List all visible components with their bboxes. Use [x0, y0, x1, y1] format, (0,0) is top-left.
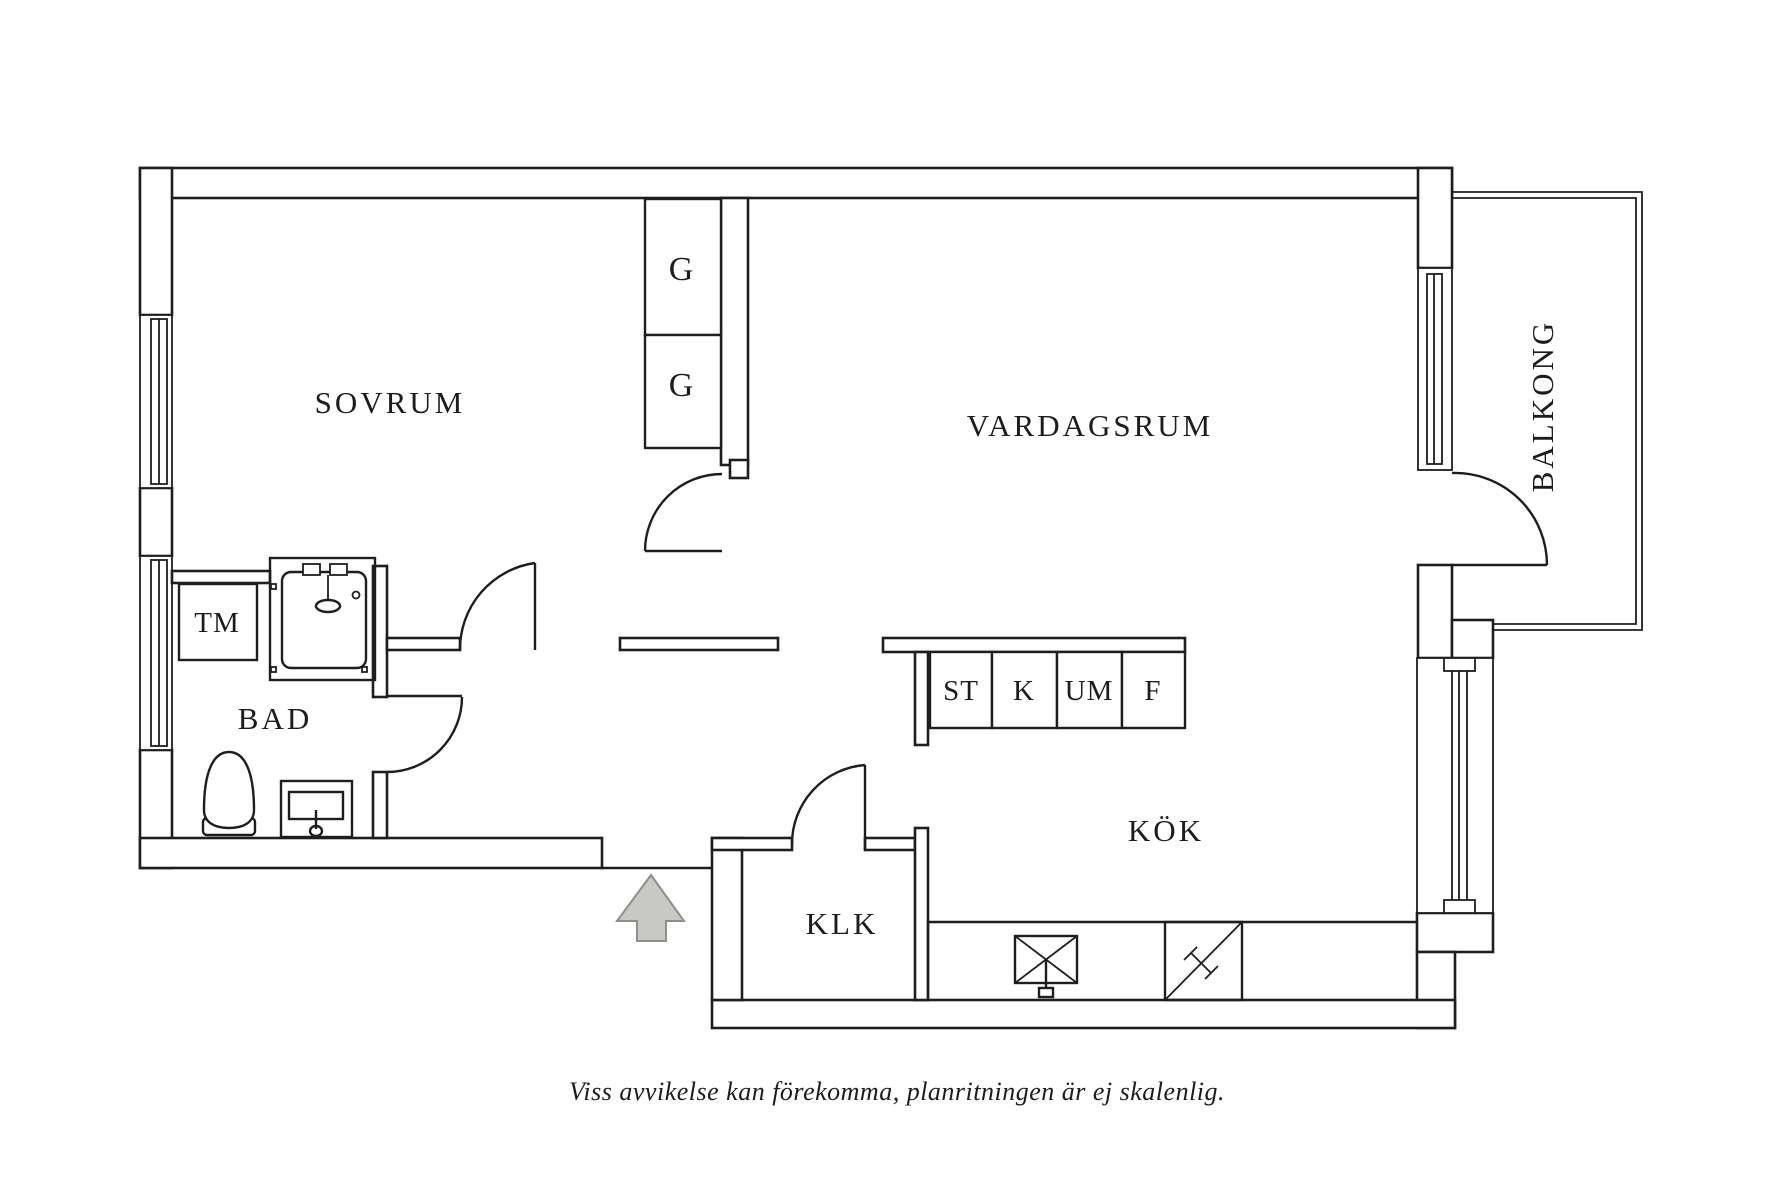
balcony-outline: [1452, 191, 1643, 631]
wall-klk-west: [710, 836, 744, 1002]
appliance-box-f: [1120, 650, 1187, 730]
door-bathroom-icon: [386, 694, 464, 774]
room-label-kitchen: KÖK: [1128, 813, 1204, 848]
disclaimer-caption: Viss avvikelse kan förekomma, planritnin…: [569, 1077, 1225, 1106]
counter-outline: [926, 920, 1417, 1000]
room-label-balcony: BALKONG: [1525, 320, 1560, 493]
wardrobe-label-2: G: [669, 367, 696, 404]
window-balcony-icon: [1417, 267, 1453, 471]
shower-icon: [268, 556, 377, 682]
appliance-box-k: [990, 650, 1059, 730]
wall-right-low: [1415, 911, 1495, 954]
kitchen-counter: [926, 920, 1417, 1002]
appliance-box-st: [928, 650, 994, 730]
doors: [386, 471, 1549, 850]
room-label-closet: KLK: [806, 906, 879, 941]
wall-right-top: [1416, 166, 1454, 270]
door-entry-icon: [790, 763, 867, 850]
appliance-label-st: ST: [943, 675, 979, 707]
wardrobes: [643, 197, 723, 450]
appliance-label-f: F: [1144, 675, 1161, 707]
entry-arrow-icon: [615, 873, 686, 942]
wall-left-upper: [138, 166, 174, 317]
wall-klk-east: [913, 826, 930, 1002]
wall-left-middle: [138, 486, 174, 558]
door-hall-icon: [458, 561, 537, 651]
wall-top: [138, 166, 1454, 200]
wall-right-jut: [1450, 618, 1495, 660]
interior-walls: [170, 196, 1187, 1002]
room-label-bathroom: BAD: [238, 701, 312, 736]
appliance-row: [928, 650, 1187, 730]
wardrobe-box-2: [643, 333, 723, 450]
wall-bottom-left: [138, 836, 604, 870]
wardrobe-label-1: G: [669, 251, 696, 288]
washing-machine-label: TM: [194, 607, 240, 639]
wall-klk-top-right: [863, 836, 917, 852]
wall-kitchen-bar: [881, 636, 1187, 654]
kitchen-sink-icon: [1013, 934, 1079, 999]
wall-klk-top-left: [710, 836, 794, 852]
bathroom-fixtures: [177, 556, 377, 839]
outer-walls: [138, 166, 1495, 1030]
window-bathroom-icon: [139, 555, 173, 751]
washing-machine-box: [177, 582, 259, 662]
room-label-living-room: VARDAGSRUM: [967, 408, 1214, 443]
window-bedroom-icon: [139, 314, 173, 489]
door-balcony-icon: [1451, 471, 1549, 567]
wall-bedroom-bath: [170, 569, 272, 585]
stove-icon: [1163, 920, 1244, 1002]
wardrobe-box-1: [643, 197, 723, 337]
appliance-label-um: UM: [1065, 675, 1114, 707]
bathroom-sink-icon: [279, 779, 354, 839]
windows: [139, 267, 1494, 914]
wall-hall-a: [385, 636, 462, 652]
window-kitchen-icon: [1416, 657, 1494, 914]
toilet-icon: [201, 750, 257, 837]
appliance-label-k: K: [1013, 675, 1035, 707]
wall-bottom-kitchen: [710, 998, 1457, 1030]
door-bedroom-icon: [643, 472, 723, 553]
room-label-bedroom: SOVRUM: [315, 385, 466, 420]
wall-hall-b: [618, 636, 780, 652]
wall-kitchen-stub: [913, 650, 930, 747]
wall-livingroom-west: [719, 196, 750, 467]
wall-bath-east-lower: [371, 770, 389, 840]
wall-bath-east-upper: [371, 564, 389, 699]
wall-right-mid: [1416, 563, 1454, 660]
door-jamb-bedroom: [728, 458, 750, 480]
